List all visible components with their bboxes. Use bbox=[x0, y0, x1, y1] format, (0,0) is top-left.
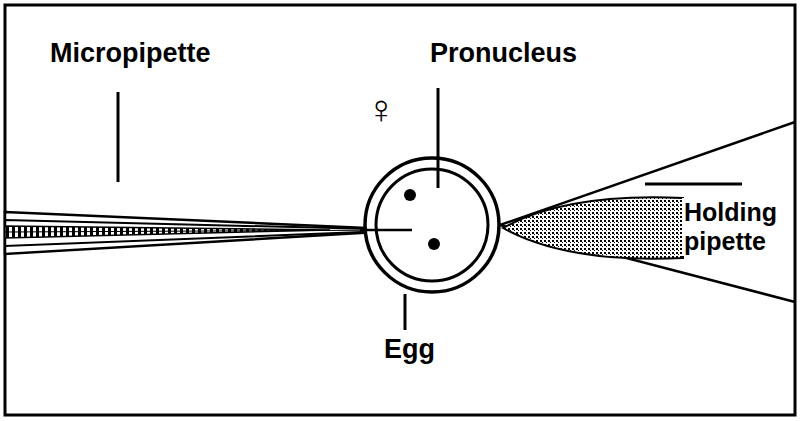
part-label: Micropipette bbox=[50, 38, 211, 69]
micropipette bbox=[5, 212, 412, 254]
leader-line bbox=[437, 88, 440, 188]
frame bbox=[5, 5, 795, 415]
egg bbox=[360, 158, 499, 292]
leader-line bbox=[645, 183, 742, 186]
holding-pipette bbox=[500, 122, 795, 302]
leader-line bbox=[117, 92, 120, 182]
female-symbol: ♀ bbox=[366, 86, 396, 132]
part-label: Pronucleus bbox=[430, 38, 577, 69]
part-label: Egg bbox=[384, 334, 435, 365]
part-label: Holding pipette bbox=[682, 198, 792, 256]
leader-line bbox=[404, 294, 407, 330]
